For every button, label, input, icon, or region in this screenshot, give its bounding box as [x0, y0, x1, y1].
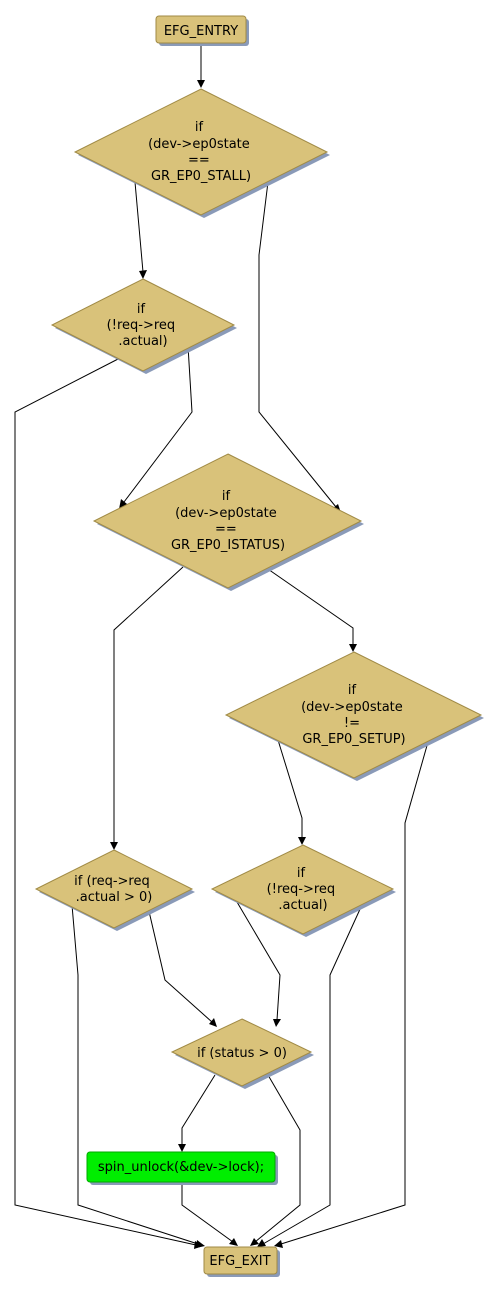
decision-ep0state-setup: if (dev->ep0state != GR_EP0_SETUP)	[224, 651, 484, 781]
decision-ep0state-istatus: if (dev->ep0state == GR_EP0_ISTATUS)	[92, 453, 364, 591]
edge-d5-exit	[71, 904, 199, 1245]
arrowhead	[119, 499, 127, 509]
decision-line: (dev->ep0state	[175, 506, 277, 521]
decision-line: .actual > 0)	[76, 890, 153, 905]
decision-line: (dev->ep0state	[148, 137, 250, 152]
arrowhead	[257, 1239, 266, 1247]
decision-line: if (status > 0)	[197, 1046, 287, 1061]
node-box	[203, 1246, 278, 1275]
edge-d7-exit	[254, 1074, 301, 1243]
decision-status-positive: if (status > 0)	[170, 1018, 314, 1089]
edge-d1-d2	[134, 181, 144, 273]
decision-label: if (dev->ep0state == GR_EP0_STALL)	[148, 120, 254, 184]
edge-d7-unlock	[181, 1074, 216, 1145]
decision-line: GR_EP0_ISTATUS)	[171, 538, 285, 553]
decision-label: if (req->req .actual > 0)	[74, 874, 154, 905]
arrowhead	[229, 1238, 238, 1246]
edge-d6-exit	[262, 906, 362, 1245]
decision-line: if	[195, 120, 204, 135]
statement-spin-unlock: spin_unlock(&dev->lock);	[86, 1151, 278, 1185]
statement-line: spin_unlock(&dev->lock);	[98, 1160, 264, 1175]
edge-d3-d4	[264, 566, 354, 645]
exit-line: EFG_EXIT	[209, 1254, 270, 1269]
arrowhead	[273, 1019, 281, 1027]
decision-label: if (!req->req .actual)	[107, 302, 180, 349]
edge-d6-d7	[236, 901, 281, 1021]
decision-line: if	[222, 489, 231, 504]
arrowhead	[298, 837, 306, 845]
edge-d1-d3	[258, 181, 337, 508]
decision-req-actual-positive: if (req->req .actual > 0)	[34, 849, 195, 931]
node-box	[92, 453, 363, 589]
decision-line: ==	[188, 153, 210, 168]
node-box	[73, 88, 329, 216]
edge-d4-d6	[277, 739, 303, 838]
arrowhead	[349, 644, 357, 652]
decision-line: GR_EP0_STALL)	[151, 169, 251, 184]
decision-line: !=	[344, 716, 360, 731]
decision-label: if (dev->ep0state != GR_EP0_SETUP)	[301, 683, 407, 747]
arrowhead	[274, 1240, 283, 1248]
entry-label: EFG_ENTRY	[164, 24, 238, 39]
node-box	[34, 849, 194, 929]
edge-d5-d7	[147, 906, 213, 1023]
decision-line: .actual)	[278, 898, 327, 913]
edge-d2-d3	[123, 345, 193, 503]
decision-line: (!req->req	[267, 882, 336, 897]
decision-line: if	[348, 683, 357, 698]
arrowhead	[178, 1144, 186, 1152]
node-box	[50, 278, 236, 372]
arrowhead	[209, 1018, 217, 1027]
exit-label: EFG_EXIT	[209, 1254, 270, 1269]
edge-unlock-exit	[181, 1182, 234, 1243]
decision-line: if	[137, 302, 146, 317]
arrowhead	[250, 1238, 259, 1246]
arrowhead	[197, 80, 205, 88]
decision-line: .actual)	[118, 334, 167, 349]
arrowhead	[139, 270, 147, 279]
decision-line: if	[297, 866, 306, 881]
node-box	[210, 844, 395, 935]
edge-d3-d5	[113, 566, 184, 843]
node-box	[86, 1151, 276, 1183]
decision-line: GR_EP0_SETUP)	[302, 732, 405, 747]
decision-req-actual-zero-a: if (!req->req .actual)	[50, 278, 237, 374]
arrowhead	[196, 1240, 205, 1248]
decision-label: if (status > 0)	[197, 1046, 287, 1061]
arrowhead	[110, 842, 118, 850]
decision-label: if (!req->req .actual)	[267, 866, 340, 913]
node-box	[170, 1018, 313, 1087]
decision-req-actual-zero-b: if (!req->req .actual)	[210, 844, 396, 937]
decision-line: (!req->req	[107, 318, 176, 333]
node-box	[224, 651, 483, 779]
decision-line: ==	[215, 522, 237, 537]
decision-line: if (req->req	[74, 874, 150, 889]
exit-node: EFG_EXIT	[203, 1246, 280, 1277]
entry-node: EFG_ENTRY	[155, 15, 249, 46]
statement-label: spin_unlock(&dev->lock);	[98, 1160, 264, 1175]
edge-d4-exit	[280, 741, 429, 1245]
edge-d2-exit	[14, 357, 197, 1246]
entry-line: EFG_ENTRY	[164, 24, 238, 39]
decision-label: if (dev->ep0state == GR_EP0_ISTATUS)	[171, 489, 285, 553]
decision-ep0state-stall: if (dev->ep0state == GR_EP0_STALL)	[73, 88, 330, 218]
node-box	[155, 15, 247, 44]
decision-line: (dev->ep0state	[301, 700, 403, 715]
